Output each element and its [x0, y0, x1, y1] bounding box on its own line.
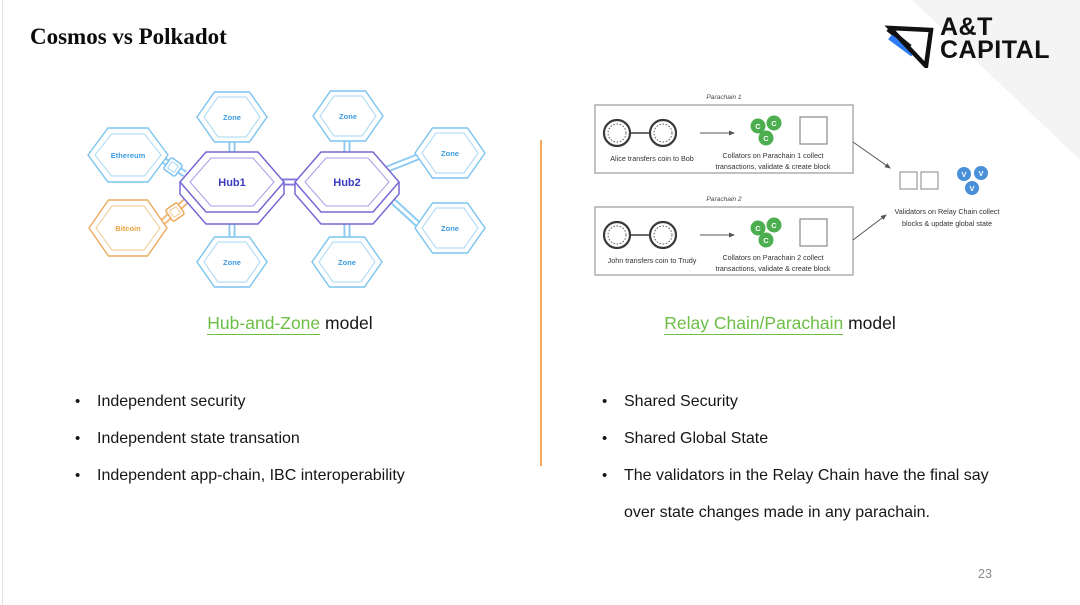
- validator-letter: V: [969, 184, 974, 193]
- polkadot-diagram: Parachain 1 Alice transfers coin to Bob …: [594, 94, 1000, 276]
- collators1-caption-line1: Collators on Parachain 1 collect: [722, 151, 823, 160]
- zone-hexagon-right-lower: Zone: [414, 202, 486, 254]
- zone-label: Zone: [441, 224, 459, 233]
- polkadot-model-heading: Relay Chain/Parachain model: [565, 313, 995, 335]
- list-item: Shared Global State: [602, 420, 1000, 457]
- collator-letter: C: [763, 134, 769, 143]
- hub2-hexagon: Hub2: [294, 151, 400, 225]
- collator-icons-parachain1: C C C: [750, 115, 782, 146]
- validator-letter: V: [978, 169, 983, 178]
- hub1-label: Hub1: [218, 177, 246, 189]
- validator-letter: V: [961, 170, 966, 179]
- zone-label: Zone: [339, 112, 357, 121]
- zone-label: Zone: [223, 258, 241, 267]
- page-title: Cosmos vs Polkadot: [30, 24, 227, 49]
- coin-transfer-icon: [602, 118, 678, 148]
- zone-hexagon-bottom-right: Zone: [311, 236, 383, 288]
- arrow-to-validators: [852, 141, 891, 169]
- logo-line1: A&T: [940, 13, 993, 41]
- cosmos-heading-rest: model: [320, 313, 373, 333]
- cosmos-bullet-list: Independent security Independent state t…: [75, 383, 515, 494]
- bullet-text: The validators in the Relay Chain have t…: [624, 467, 989, 521]
- ethereum-label: Ethereum: [111, 151, 146, 160]
- ethereum-bridge-icon: [163, 157, 183, 177]
- bullet-text: Shared Security: [624, 393, 738, 410]
- validators-caption-line2: blocks & update global state: [902, 219, 992, 228]
- parachain2-label: Parachain 2: [706, 196, 742, 203]
- bullet-text: Shared Global State: [624, 430, 769, 447]
- ethereum-hexagon: Ethereum: [87, 127, 169, 183]
- list-item: Independent security: [75, 383, 515, 420]
- coin-transfer-icon: [602, 220, 678, 250]
- polkadot-heading-rest: model: [843, 313, 896, 333]
- bullet-text: Independent state transation: [97, 430, 300, 447]
- list-item: Shared Security: [602, 383, 1000, 420]
- collator-icons-parachain2: C C C: [750, 217, 782, 248]
- transfer1-caption: Alice transfers coin to Bob: [610, 154, 694, 163]
- block-icon: [799, 218, 828, 247]
- hub2-label: Hub2: [333, 177, 361, 189]
- page-number: 23: [978, 567, 992, 581]
- zone-hexagon-top-left: Zone: [196, 91, 268, 143]
- cosmos-model-heading: Hub-and-Zone model: [75, 313, 505, 335]
- relay-chain-blocks: [899, 171, 939, 190]
- zone-hexagon-right-upper: Zone: [414, 127, 486, 179]
- bullet-text: Independent app-chain, IBC interoperabil…: [97, 467, 405, 484]
- collators2-caption-line2: transactions, validate & create block: [715, 264, 830, 273]
- zone-label: Zone: [223, 113, 241, 122]
- collators2-caption-line1: Collators on Parachain 2 collect: [722, 253, 823, 262]
- list-item: Independent app-chain, IBC interoperabil…: [75, 457, 515, 494]
- zone-label: Zone: [441, 149, 459, 158]
- parachain1-label: Parachain 1: [706, 94, 742, 101]
- block-icon: [799, 116, 828, 145]
- collator-letter: C: [755, 224, 761, 233]
- section-divider: [540, 140, 542, 466]
- cosmos-diagram: Zone Zone Zone Zone Zone Zone: [87, 90, 486, 288]
- bitcoin-label: Bitcoin: [115, 224, 141, 233]
- zone-hexagon-top-right: Zone: [312, 90, 384, 142]
- hub-and-zone-link[interactable]: Hub-and-Zone: [207, 313, 321, 335]
- collator-letter: C: [755, 122, 761, 131]
- collator-letter: C: [771, 221, 777, 230]
- arrow-to-validators: [852, 214, 887, 241]
- list-item: Independent state transation: [75, 420, 515, 457]
- logo-triangle-icon: [884, 25, 934, 68]
- logo-line2: CAPITAL: [940, 36, 1050, 64]
- bitcoin-hexagon: Bitcoin: [88, 199, 168, 257]
- list-item: The validators in the Relay Chain have t…: [602, 457, 1000, 531]
- validator-icons: V V V: [957, 166, 988, 195]
- bullet-text: Independent security: [97, 393, 246, 410]
- logo-wordmark: A&T CAPITAL: [940, 13, 1050, 64]
- validators-caption-line1: Validators on Relay Chain collect: [895, 207, 1000, 216]
- collator-letter: C: [771, 119, 777, 128]
- hub1-hexagon: Hub1: [179, 151, 285, 225]
- left-edge-line: [2, 0, 3, 605]
- company-logo: A&T CAPITAL: [884, 13, 1050, 68]
- transfer2-caption: John transfers coin to Trudy: [608, 256, 697, 265]
- zone-hexagon-bottom-left: Zone: [196, 236, 268, 288]
- collator-letter: C: [763, 236, 769, 245]
- polkadot-bullet-list: Shared Security Shared Global State The …: [602, 383, 1000, 531]
- collators1-caption-line2: transactions, validate & create block: [715, 162, 830, 171]
- zone-label: Zone: [338, 258, 356, 267]
- relay-chain-parachain-link[interactable]: Relay Chain/Parachain: [664, 313, 844, 335]
- bitcoin-bridge-icon: [165, 202, 185, 222]
